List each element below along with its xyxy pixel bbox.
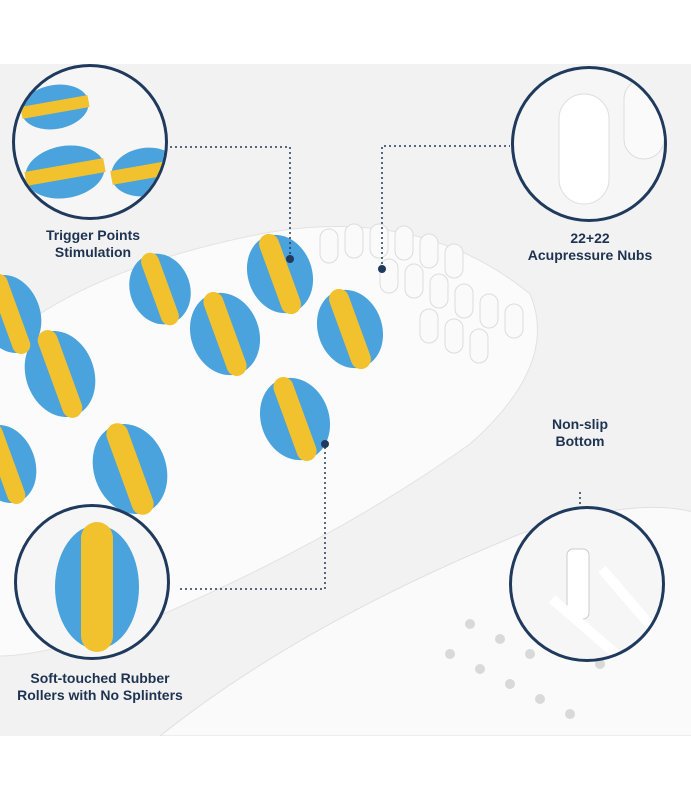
nubs-line1: 22+22 — [570, 230, 610, 246]
trigger-points-zoom-circle — [12, 64, 168, 220]
rollers-zoom-circle — [14, 504, 170, 660]
acupressure-nubs-zoom-circle — [511, 66, 667, 222]
trigger-line1: Trigger Points — [45, 227, 141, 243]
rollers-line2: Rollers with No Splinters — [17, 687, 183, 703]
trigger-line2: Stimulation — [54, 244, 132, 260]
acupressure-nubs-label: 22+22 Acupressure Nubs — [505, 230, 675, 264]
non-slip-bottom-label: Non-slip Bottom — [540, 416, 620, 450]
nonslip-line2: Bottom — [555, 433, 605, 449]
nubs-line2: Acupressure Nubs — [527, 247, 653, 263]
nonslip-line1: Non-slip — [552, 416, 608, 432]
rollers-line1: Soft-touched Rubber — [30, 670, 170, 686]
rollers-label: Soft-touched Rubber Rollers with No Spli… — [0, 670, 200, 704]
trigger-points-label: Trigger Points Stimulation — [18, 227, 168, 261]
non-slip-bottom-zoom-circle — [509, 506, 665, 662]
product-image: Trigger Points Stimulation 22+22 Acupres… — [0, 64, 691, 736]
